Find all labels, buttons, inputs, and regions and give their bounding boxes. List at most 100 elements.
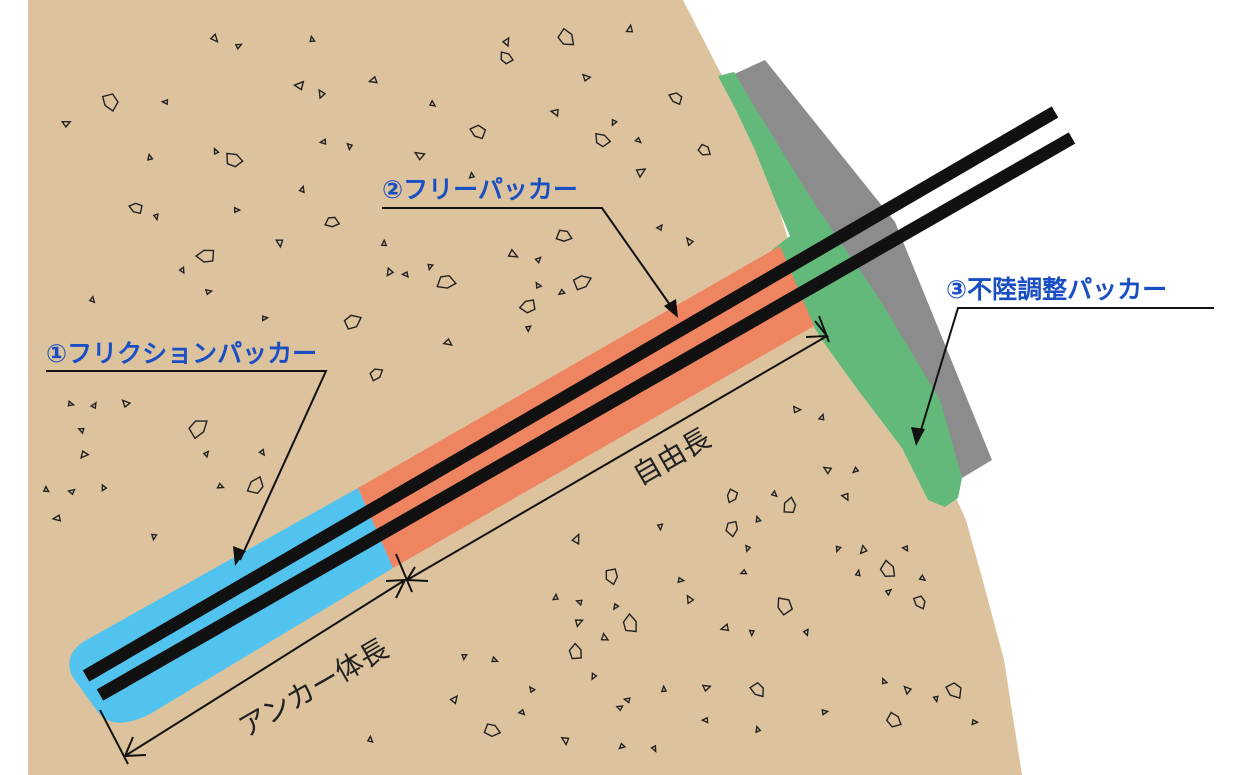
soil-pebble	[591, 672, 598, 681]
soil-pebble	[146, 152, 154, 161]
soil-pebble	[318, 138, 327, 145]
friction-packer-leader	[46, 370, 328, 561]
soil-pebble	[292, 80, 305, 91]
soil-pebbles	[42, 23, 980, 753]
soil-pebble	[213, 146, 220, 156]
soil-pebble	[650, 744, 657, 753]
soil-pebble	[188, 420, 208, 440]
soil-pebble	[615, 705, 624, 712]
soil-pebble	[535, 281, 543, 290]
soil-pebble	[51, 513, 62, 522]
soil-pebble	[204, 288, 214, 296]
soil-pebble	[822, 466, 833, 475]
soil-pebble	[686, 594, 695, 605]
soil-pebble	[571, 532, 580, 546]
soil-pebble	[483, 723, 502, 738]
soil-pebble	[461, 654, 468, 662]
soil-pebble	[851, 465, 860, 474]
soil-pebble	[216, 482, 225, 489]
soil-pebble	[226, 152, 244, 168]
soil-pebble	[612, 602, 620, 611]
soil-pebble	[524, 325, 532, 333]
soil-pebble	[449, 694, 459, 705]
soil-pebble	[881, 677, 889, 685]
soil-pebble	[656, 523, 664, 532]
anchor-length-extension-right	[395, 553, 413, 593]
soil-pebble	[884, 588, 893, 597]
soil-pebble	[595, 132, 612, 148]
soil-pebble	[428, 99, 437, 107]
soil-pebble	[572, 275, 593, 291]
soil-pebble	[725, 520, 739, 538]
soil-pebble	[748, 629, 756, 638]
soil-pebble	[274, 239, 284, 249]
soil-pebble	[625, 23, 634, 33]
anchor-length-arrow-left	[123, 736, 147, 758]
soil-pebble	[622, 697, 631, 704]
soil-pebble	[901, 544, 909, 553]
soil-pebble	[557, 27, 575, 46]
soil-pebble	[635, 168, 647, 179]
soil-pebble	[744, 544, 752, 553]
soil-pebble	[343, 314, 363, 330]
soil-pebble	[726, 488, 739, 504]
soil-pebble	[528, 685, 537, 694]
soil-pebble	[677, 576, 686, 584]
soil-pebble	[840, 492, 849, 502]
tendon-upper	[82, 106, 1059, 682]
soil-pebble	[634, 136, 643, 144]
soil-pebble	[697, 143, 712, 156]
soil-pebble	[380, 238, 388, 247]
soil-pebble	[436, 274, 458, 289]
soil-pebble	[792, 405, 803, 414]
soil-pebble	[668, 92, 683, 106]
soil-pebble	[700, 716, 709, 724]
soil-pebble	[150, 533, 158, 542]
free-packer-label: ②フリーパッカー	[382, 175, 578, 204]
anchor-length-extension-left	[99, 709, 129, 765]
soil-pebble	[611, 118, 619, 127]
soil-pebble	[386, 266, 395, 277]
soil-pebble	[568, 642, 582, 660]
soil-pebble	[885, 711, 902, 728]
soil-pebble	[618, 742, 627, 750]
soil-pebble	[685, 236, 695, 247]
soil-pebble	[121, 399, 132, 409]
leveling-packer-leader	[917, 307, 1214, 441]
soil-pebble	[749, 681, 764, 698]
soil-pebble	[945, 682, 962, 700]
soil-pebble	[160, 98, 169, 106]
leveling-packer	[718, 72, 962, 507]
leveling-packer-label: ③不陸調整パッカー	[946, 275, 1167, 304]
soil-pebble	[324, 216, 341, 228]
soil-pebble	[60, 121, 72, 129]
soil-pebble	[534, 256, 542, 265]
soil-pebble	[518, 299, 536, 314]
soil-pebble	[971, 718, 980, 726]
soil-pebble	[309, 34, 316, 43]
soil-pebble	[468, 171, 476, 179]
tendon-lower	[96, 132, 1076, 701]
soil-pebble	[655, 223, 663, 232]
soil-pebble	[575, 599, 583, 607]
soil-pebble	[770, 489, 778, 498]
soil-pebble	[918, 573, 927, 582]
soil-pebble	[233, 206, 242, 214]
soil-pebble	[549, 108, 559, 118]
soil-pebble	[67, 400, 76, 407]
soil-pebble	[739, 568, 748, 575]
soil-pebble	[318, 88, 327, 100]
soil-pebble	[366, 734, 374, 743]
soil-pebble	[660, 684, 668, 693]
soil-pebble	[517, 708, 526, 716]
soil-pebble	[755, 514, 762, 523]
soil-pebble	[202, 450, 210, 459]
friction-packer-arrowhead	[233, 546, 246, 566]
soil-pebble	[605, 568, 619, 586]
soil-pebble	[152, 212, 159, 222]
soil-pebble	[427, 263, 435, 272]
soil-pebble	[369, 368, 384, 382]
soil-pebble	[127, 202, 143, 215]
soil-pebble	[507, 248, 520, 258]
soil-pebble	[560, 736, 570, 747]
